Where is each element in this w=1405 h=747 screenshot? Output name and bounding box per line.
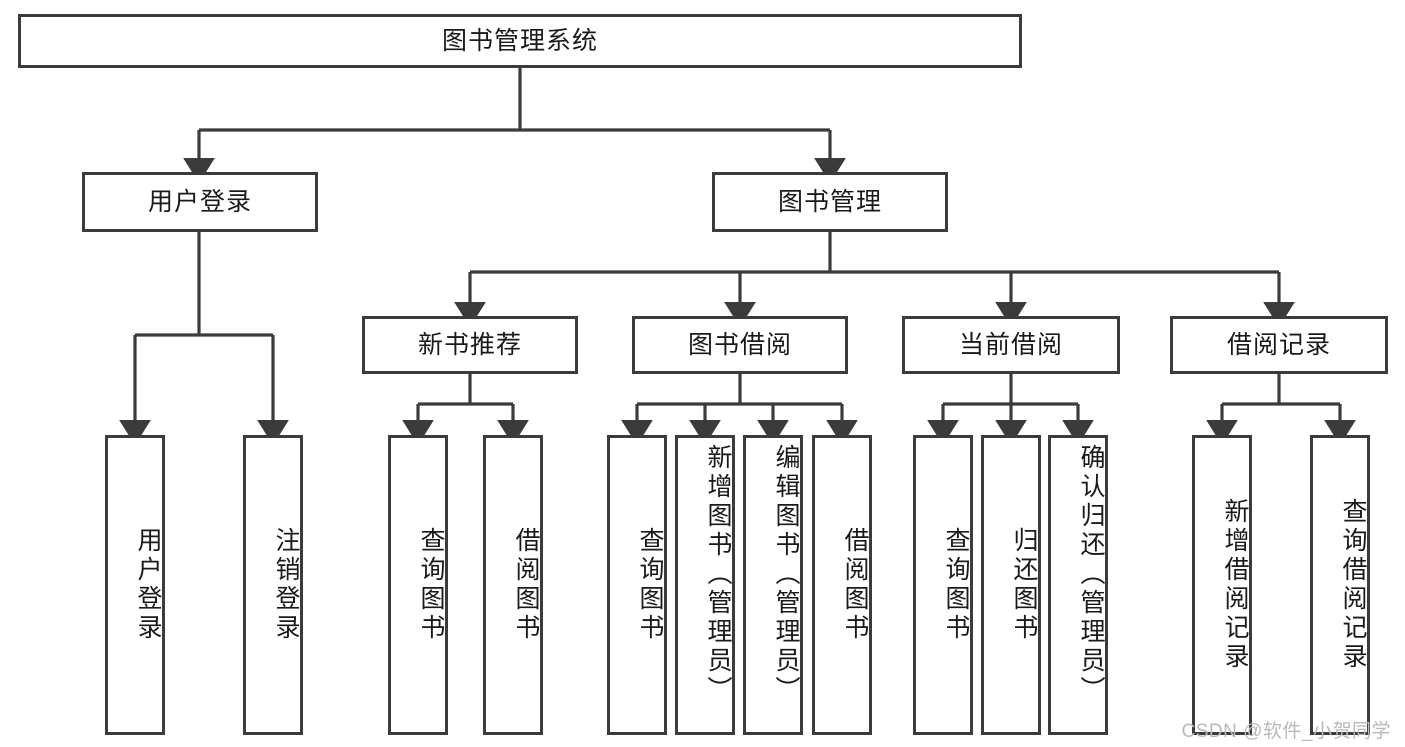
leaf-label: 查询图书	[636, 527, 664, 643]
node-borrow-record[interactable]: 借阅记录	[1170, 316, 1388, 374]
leaf-label: 注销登录	[272, 527, 300, 643]
leaf-confirm-return-admin[interactable]: 确认归还（管理员）	[1048, 435, 1108, 735]
leaf-borrow-book-2[interactable]: 借阅图书	[812, 435, 872, 735]
leaf-label: 用户登录	[134, 527, 162, 643]
leaf-add-borrow-record[interactable]: 新增借阅记录	[1192, 435, 1252, 735]
leaf-borrow-book-1[interactable]: 借阅图书	[483, 435, 543, 735]
node-user-login[interactable]: 用户登录	[82, 172, 318, 232]
node-current-borrow[interactable]: 当前借阅	[902, 316, 1120, 374]
leaf-label: 归还图书	[1010, 527, 1038, 643]
leaf-label: 查询图书	[942, 527, 970, 643]
leaf-label: 借阅图书	[512, 527, 540, 643]
csdn-watermark: CSDN @软件_小贺同学	[1181, 721, 1391, 742]
leaf-label: 新增图书（管理员）	[704, 444, 732, 705]
leaf-query-book-1[interactable]: 查询图书	[388, 435, 448, 735]
leaf-label: 查询借阅记录	[1339, 498, 1367, 672]
leaf-label: 确认归还（管理员）	[1077, 444, 1105, 705]
leaf-query-book-2[interactable]: 查询图书	[607, 435, 667, 735]
leaf-label: 新增借阅记录	[1221, 498, 1249, 672]
leaf-label: 查询图书	[417, 527, 445, 643]
leaf-logout-login[interactable]: 注销登录	[243, 435, 303, 735]
leaf-query-borrow-record[interactable]: 查询借阅记录	[1310, 435, 1370, 735]
leaf-label: 编辑图书（管理员）	[772, 444, 800, 705]
leaf-add-book-admin[interactable]: 新增图书（管理员）	[675, 435, 735, 735]
leaf-query-book-3[interactable]: 查询图书	[913, 435, 973, 735]
leaf-user-login[interactable]: 用户登录	[105, 435, 165, 735]
node-new-book-recommend[interactable]: 新书推荐	[362, 316, 578, 374]
leaf-edit-book-admin[interactable]: 编辑图书（管理员）	[743, 435, 803, 735]
leaf-return-book[interactable]: 归还图书	[981, 435, 1041, 735]
node-book-borrow[interactable]: 图书借阅	[632, 316, 848, 374]
node-book-management[interactable]: 图书管理	[712, 172, 948, 232]
leaf-label: 借阅图书	[841, 527, 869, 643]
node-root-system[interactable]: 图书管理系统	[18, 14, 1022, 68]
